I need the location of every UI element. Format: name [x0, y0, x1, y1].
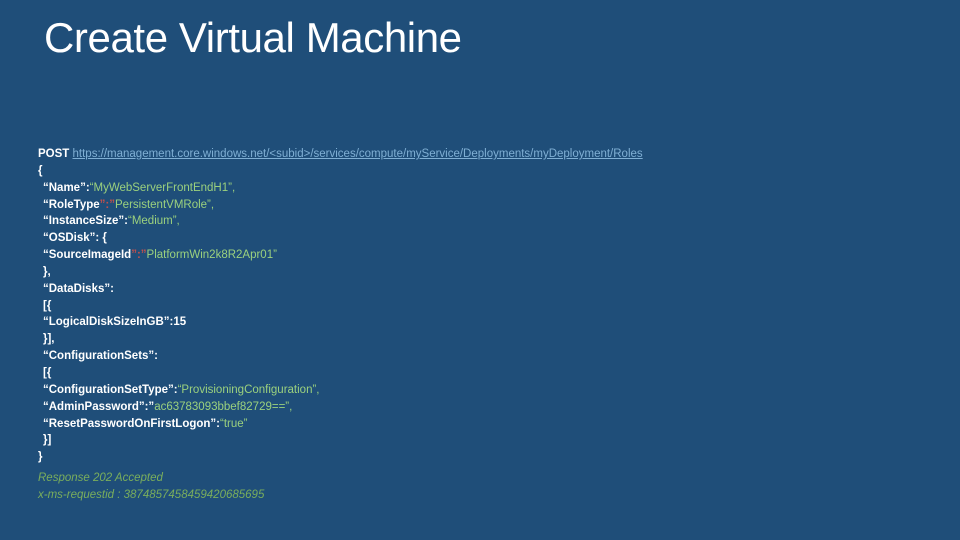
logicaldisksize-value: 15 [173, 316, 187, 329]
code-line-close-brace-comma: }, [43, 265, 51, 278]
code-line-osdisk: “OSDisk”: { [43, 232, 107, 245]
request-url-link[interactable]: https://management.core.windows.net/<sub… [72, 148, 643, 160]
response-block: Response 202 Accepted x-ms-requestid : 3… [38, 470, 264, 504]
roletype-separator: ”:” [99, 198, 116, 211]
request-code-block: POST https://management.core.windows.net… [38, 146, 918, 466]
adminpassword-value: ac63783093bbef82729==”, [154, 400, 293, 413]
code-line-instancesize: “InstanceSize”:“Medium”, [43, 215, 180, 228]
code-line-open-array-obj: [{ [43, 299, 52, 312]
code-line-post-url: POST https://management.core.windows.net… [38, 146, 918, 163]
code-line-open-brace: { [38, 164, 43, 177]
code-line-close-brace: } [38, 451, 43, 464]
http-method-label: POST [38, 148, 70, 160]
code-line-datadisks: “DataDisks”: [43, 282, 114, 295]
code-line-adminpassword: “AdminPassword”:”ac63783093bbef82729==”, [43, 400, 293, 413]
response-requestid-line: x-ms-requestid : 3874857458459420685695 [38, 489, 265, 501]
code-line-configurationsets: “ConfigurationSets”: [43, 350, 158, 363]
code-line-open-array-obj-2: [{ [43, 366, 52, 379]
code-line-close-array-obj-2: }] [43, 434, 52, 447]
page-title: Create Virtual Machine [44, 14, 462, 61]
code-line-logicaldisksize: “LogicalDiskSizeInGB”:15 [43, 316, 187, 329]
code-line-roletype: “RoleType”:”PersistentVMRole”, [43, 198, 215, 211]
code-line-sourceimageid: “SourceImageId”:”PlatformWin2k8R2Apr01” [43, 249, 277, 262]
code-line-close-array-obj-comma: }], [43, 333, 55, 346]
code-line-name: “Name”:“MyWebServerFrontEndH1”, [43, 181, 236, 194]
response-status-line: Response 202 Accepted [38, 472, 163, 484]
code-line-resetpassword: “ResetPasswordOnFirstLogon”:“true” [43, 417, 248, 430]
code-line-configsettype: “ConfigurationSetType”:“ProvisioningConf… [43, 383, 320, 396]
sourceimageid-separator: ”:” [131, 249, 147, 262]
